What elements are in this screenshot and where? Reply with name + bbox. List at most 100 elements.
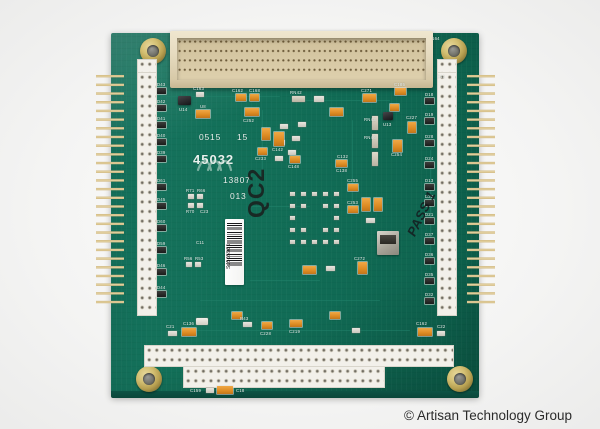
pc104-plus-top-connector: [170, 31, 433, 88]
capacitor-c23: [197, 203, 203, 208]
silk-label-c159: C159: [190, 388, 202, 393]
silk-label-u8: U8: [200, 104, 206, 109]
capacitor-c136: [182, 328, 196, 336]
capacitor-c185: [395, 88, 406, 95]
silk-label-d42: D42: [157, 99, 166, 104]
pcb-bottom-edge: [111, 391, 479, 398]
silk-label-c254: C254: [391, 152, 403, 157]
right-pth-holes: [438, 73, 456, 315]
bottom-connector-holes-a: [145, 346, 453, 366]
capacitor-center-b: [374, 198, 382, 211]
silk-part-number: 45032: [193, 152, 235, 167]
capacitor-c227: [408, 122, 416, 133]
bottom-connector-holes-b: [184, 367, 384, 387]
capacitor-c233: [258, 148, 267, 155]
silk-label-c271: C271: [361, 88, 373, 93]
capacitor-c142: [274, 132, 284, 146]
copper-trace: [352, 120, 353, 210]
resistor-network-rn46: [372, 134, 378, 148]
capacitor-c219: [290, 320, 302, 327]
right-pin-header: [467, 74, 495, 309]
resistor-r70: [188, 203, 194, 208]
diode-d40: [157, 139, 166, 145]
pad-cluster-b: [298, 122, 306, 127]
capacitor-c162-lower: [418, 328, 432, 336]
diode-d37: [425, 238, 434, 244]
pad-center-e: [326, 266, 335, 271]
silk-label-d40: D40: [157, 133, 166, 138]
resistor-r71: [188, 194, 194, 199]
silk-label-rn42: RN42: [290, 90, 302, 95]
diode-d18: [425, 98, 434, 104]
copper-trace: [160, 96, 280, 97]
silk-label-c162-lower: C162: [416, 321, 428, 326]
pad-lower-b: [352, 328, 360, 333]
silk-label-d21: D21: [425, 212, 434, 217]
mounting-hole-bottom-right: [447, 366, 473, 392]
copper-trace: [250, 206, 310, 207]
diode-d13: [425, 184, 434, 190]
silk-label-c272: C272: [354, 256, 366, 261]
left-pth-holes: [138, 73, 156, 315]
silk-label-d43: D43: [157, 82, 166, 87]
silk-label-c219: C219: [289, 329, 301, 334]
silk-label-r56: R56: [184, 256, 193, 261]
pad-cluster-e: [288, 150, 296, 155]
silk-label-r43: R43: [240, 316, 249, 321]
pad-cluster-a: [280, 124, 288, 129]
capacitor-c162: [236, 94, 246, 101]
diode-d32: [425, 298, 434, 304]
copper-trace: [262, 110, 263, 180]
resistor-network-rn43: [372, 116, 378, 130]
silk-label-c11-left: C11: [196, 240, 205, 245]
silk-label-c21: C21: [166, 324, 175, 329]
silk-label-d61: D61: [157, 178, 166, 183]
capacitor-c271: [363, 94, 376, 102]
silk-label-c163: C163: [193, 86, 205, 91]
resistor-r56: [186, 262, 192, 267]
pcb-substrate: [111, 33, 479, 397]
capacitor-c138: [336, 160, 347, 167]
silk-label-c233: C233: [255, 156, 267, 161]
silk-label-u14: U14: [179, 107, 188, 112]
right-pth-bank: [437, 72, 457, 316]
silk-label-d13: D13: [425, 178, 434, 183]
barcode-number: SJ565981: [226, 243, 232, 269]
diode-d35: [425, 278, 434, 284]
resistor-network-rn48: [372, 152, 378, 166]
diode-d59: [157, 247, 166, 253]
silk-label-r70: R70: [186, 209, 195, 214]
left-pin-header: [96, 74, 124, 309]
silk-label-d24: D24: [425, 156, 434, 161]
silk-label-c255: C255: [347, 178, 359, 183]
silk-date-code: 0515: [199, 132, 222, 142]
silk-label-c252: C252: [243, 118, 255, 123]
capacitor-c252: [245, 108, 259, 116]
barcode-label: SJ565981: [225, 219, 244, 285]
silk-label-d36: D36: [425, 252, 434, 257]
ic-u13: [383, 112, 393, 120]
connector-pin-array: [178, 40, 425, 78]
capacitor-c228: [262, 322, 272, 329]
silk-label-c253: C253: [347, 200, 359, 205]
silk-label-c11: C11: [437, 74, 446, 79]
diode-d46: [157, 269, 166, 275]
diode-d43: [157, 88, 166, 94]
copper-trace: [250, 280, 320, 281]
silk-label-c142: C142: [272, 147, 284, 152]
capacitor-c163: [196, 92, 204, 97]
copper-trace: [170, 330, 410, 331]
silk-revision: 15: [237, 132, 249, 142]
white-connector-lower: [196, 318, 208, 325]
silk-label-r66: R66: [197, 188, 206, 193]
silk-label-rn43: RN43: [364, 117, 376, 122]
silk-label-c228: C228: [260, 331, 272, 336]
silk-label-d32: D32: [425, 292, 434, 297]
capacitor-c159: [206, 388, 214, 393]
silk-label-d41: D41: [157, 116, 166, 121]
pad-cluster-c: [292, 136, 300, 141]
pad-center-c: [366, 218, 375, 223]
silk-label-d46: D46: [157, 263, 166, 268]
silk-label-c227: C227: [406, 115, 418, 120]
silk-label-d22: D22: [425, 194, 434, 199]
